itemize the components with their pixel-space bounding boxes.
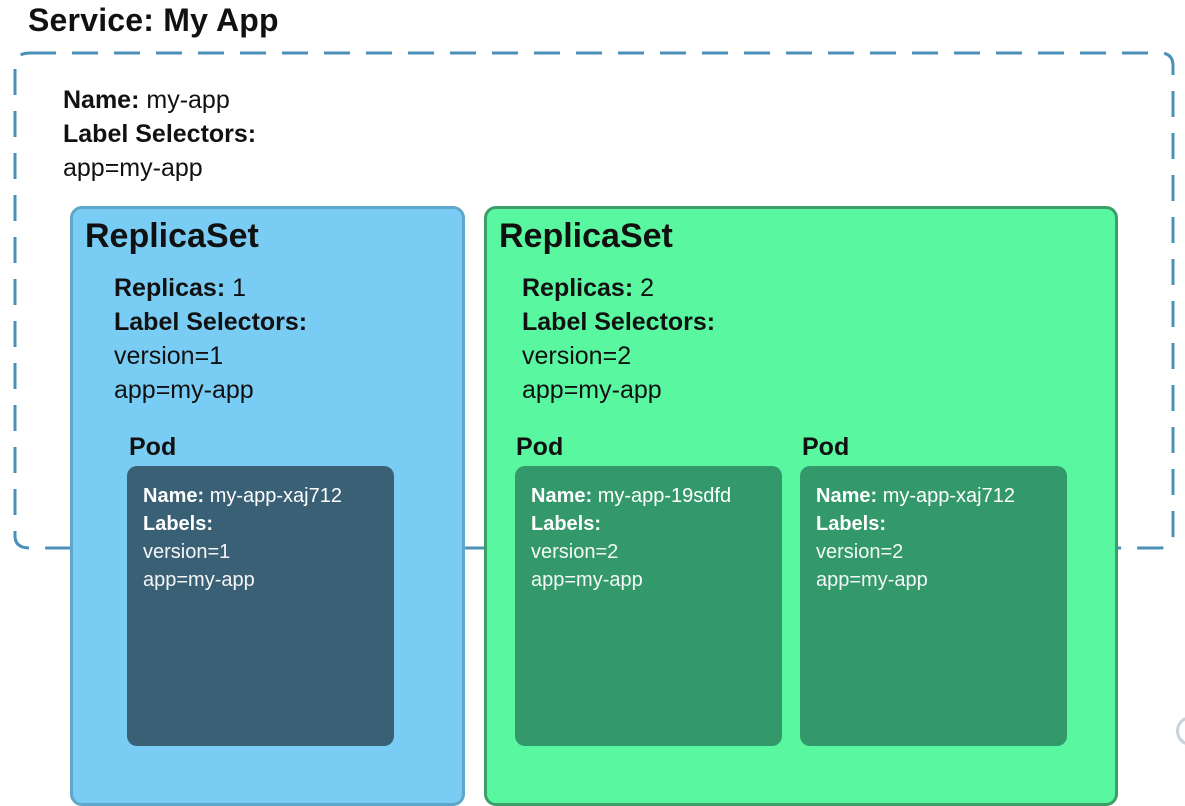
service-selectors-label: Label Selectors: — [63, 120, 257, 148]
pod-heading: Pod — [516, 433, 564, 461]
pod-name-value: my-app-xaj712 — [882, 485, 1015, 507]
pod-heading: Pod — [129, 433, 177, 461]
pod-name-row: Name: my-app-xaj712 — [816, 482, 1051, 510]
service-name-row: Name: my-app — [63, 83, 256, 117]
selector: version=2 — [522, 342, 632, 370]
replicaset-title: ReplicaSet — [499, 217, 673, 255]
service-boundary — [13, 51, 1175, 550]
pod-labels-label: Labels: — [816, 513, 887, 535]
pod-name-label: Name: — [531, 485, 593, 507]
service-selector: app=my-app — [63, 154, 203, 182]
selector: app=my-app — [522, 376, 662, 404]
selector: app=my-app — [114, 376, 254, 404]
pod-labels-label: Labels: — [531, 513, 602, 535]
selectors-label: Label Selectors: — [522, 308, 716, 336]
service-info: Name: my-app Label Selectors: app=my-app — [63, 83, 256, 185]
replicaset-info: Replicas: 2 Label Selectors: version=2 a… — [522, 271, 715, 407]
replicaset-v1: ReplicaSet Replicas: 1 Label Selectors: … — [70, 206, 465, 806]
pod-card: Name: my-app-xaj712 Labels: version=1 ap… — [127, 466, 394, 746]
replicaset-title: ReplicaSet — [85, 217, 259, 255]
pod-labels-label: Labels: — [143, 513, 214, 535]
replicas-label: Replicas: — [114, 274, 226, 302]
pod-label-value: version=1 — [143, 541, 231, 563]
pod-name-row: Name: my-app-19sdfd — [531, 482, 766, 510]
service-title: Service: My App — [28, 2, 279, 38]
service-name-label: Name: — [63, 86, 140, 114]
selector: version=1 — [114, 342, 224, 370]
selectors-label: Label Selectors: — [114, 308, 308, 336]
replicas-value: 2 — [640, 274, 655, 302]
pod-card: Name: my-app-xaj712 Labels: version=2 ap… — [800, 466, 1067, 746]
service-name-value: my-app — [146, 86, 230, 114]
pod-name-value: my-app-19sdfd — [597, 485, 732, 507]
pod-card: Name: my-app-19sdfd Labels: version=2 ap… — [515, 466, 782, 746]
pod-label-value: version=2 — [816, 541, 904, 563]
replicas-value: 1 — [232, 274, 247, 302]
pod-heading: Pod — [802, 433, 850, 461]
replicaset-v2: ReplicaSet Replicas: 2 Label Selectors: … — [484, 206, 1118, 806]
pod-name-label: Name: — [143, 485, 205, 507]
pod-label-value: app=my-app — [143, 569, 255, 591]
pod-name-value: my-app-xaj712 — [209, 485, 342, 507]
pod-name-label: Name: — [816, 485, 878, 507]
pod-label-value: version=2 — [531, 541, 619, 563]
replicas-row: Replicas: 1 — [114, 271, 307, 305]
replicaset-info: Replicas: 1 Label Selectors: version=1 a… — [114, 271, 307, 407]
pod-name-row: Name: my-app-xaj712 — [143, 482, 378, 510]
replicas-row: Replicas: 2 — [522, 271, 715, 305]
pod-label-value: app=my-app — [816, 569, 928, 591]
pod-label-value: app=my-app — [531, 569, 643, 591]
replicas-label: Replicas: — [522, 274, 634, 302]
